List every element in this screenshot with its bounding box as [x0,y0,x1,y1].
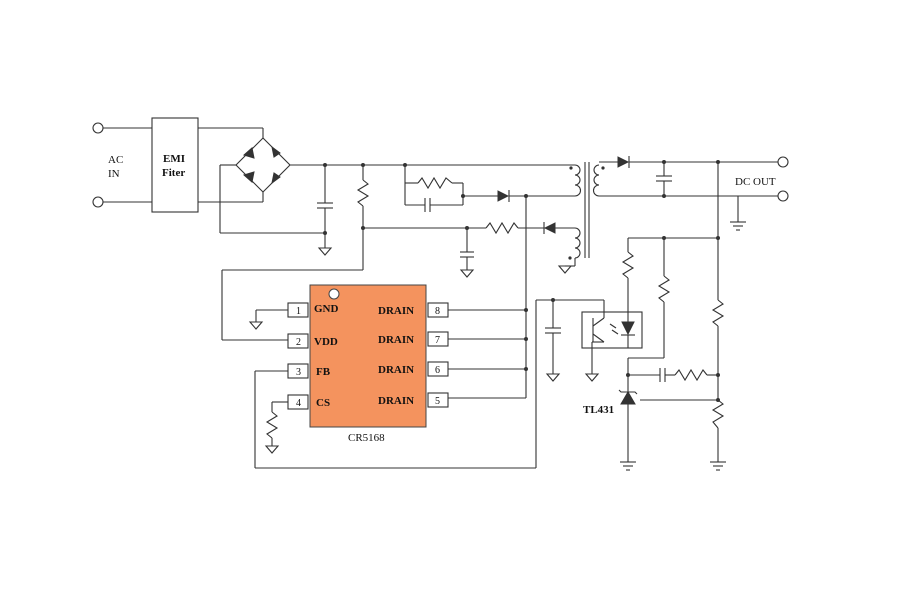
pin-number: 8 [435,306,440,317]
pin-name: DRAIN [378,364,414,376]
feedback-network [621,162,726,471]
pin-number: 4 [296,398,301,409]
ac-input: AC IN [92,122,152,208]
pin-number: 2 [296,337,301,348]
pin-name: FB [316,366,331,378]
emi-label: EMI [163,153,185,165]
pin-number: 1 [296,306,301,317]
filter-label: Fiter [162,167,185,179]
ac-terminal-icon [92,196,104,208]
pin-name: DRAIN [378,334,414,346]
ground-icon [584,373,600,382]
ac-terminal-icon [92,122,104,134]
ground-icon [545,373,561,382]
pin-name: DRAIN [378,305,414,317]
ic-body [309,284,427,428]
pin-number: 6 [435,365,440,376]
pin-number: 3 [296,367,301,378]
ground-icon [248,321,264,330]
dc-out-negative-terminal [777,190,789,202]
pin-name: DRAIN [378,395,414,407]
tl431-label: TL431 [583,404,614,416]
ground-icon [459,269,475,278]
ground-icon [557,265,573,274]
aux-supply [363,221,576,278]
dc-out-label: DC OUT [735,176,776,188]
fb-loop [254,298,604,469]
pin-number: 5 [435,396,440,407]
ground-icon [264,445,280,454]
controller-ic: CR5168 1 GND 2 VDD 3 FB 4 CS 8 DRAIN 7 D… [248,284,528,454]
zener-reference-icon: TL431 [583,358,638,471]
pin-name: CS [316,397,330,409]
optocoupler-icon [581,300,643,382]
startup-resistor [221,163,370,341]
emi-filter: EMI Fiter [151,117,264,213]
dc-out-positive-terminal [777,156,789,168]
pin-name: VDD [314,336,338,348]
rcd-snubber [403,163,575,398]
ic-name-label: CR5168 [348,432,385,444]
pin-number: 7 [435,335,440,346]
in-label: IN [108,168,120,180]
bulk-capacitor [317,163,333,256]
bridge-rectifier-icon [219,137,405,234]
ac-label: AC [108,154,123,166]
ground-icon [317,247,333,256]
secondary-output: DC OUT [599,156,789,231]
pin-name: GND [314,303,339,315]
transformer-icon [568,162,605,260]
